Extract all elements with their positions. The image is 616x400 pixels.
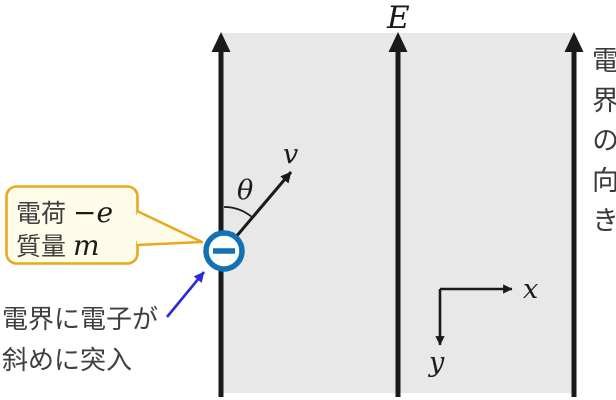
y-axis-label: y (428, 347, 445, 378)
field-line-middle (388, 32, 408, 397)
mass-value: m (73, 229, 100, 262)
charge-label: 電荷 (16, 199, 66, 228)
callout-line1: 電荷−e (16, 196, 113, 229)
field-strength-label: E (386, 0, 410, 36)
mass-label: 質量 (16, 232, 66, 261)
up-arrow-icon (211, 32, 231, 52)
velocity-label: v (283, 139, 298, 170)
blue-arrow-icon (165, 271, 206, 318)
field-line-left (211, 32, 231, 397)
entry-annotation: 電界に電子が 斜めに突入 (2, 300, 158, 382)
entry-annotation-line1: 電界に電子が (2, 305, 159, 335)
field-line-right (564, 32, 584, 397)
entry-annotation-line2: 斜めに突入 (2, 346, 133, 376)
callout-tail (136, 209, 204, 247)
electron-minus-in-circle-icon (203, 230, 245, 272)
up-arrow-icon (564, 32, 584, 52)
charge-value: −e (73, 196, 113, 229)
angle-arc (223, 206, 254, 219)
x-axis-label: x (523, 274, 538, 305)
angle-label: θ (237, 175, 253, 206)
field-direction-caption: 電界の向き (587, 46, 616, 246)
coordinate-axes: x y (428, 274, 538, 378)
up-arrow-icon (388, 32, 408, 52)
